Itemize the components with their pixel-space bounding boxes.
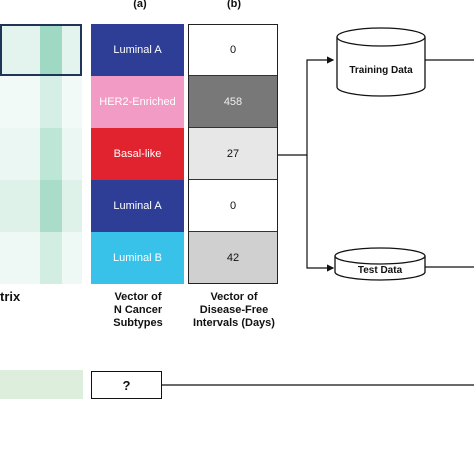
subtype-cell: Luminal B bbox=[91, 232, 184, 284]
test-data-cylinder bbox=[334, 247, 426, 281]
interval-cell: 0 bbox=[189, 180, 277, 232]
split-connector bbox=[278, 56, 335, 156]
feature-matrix bbox=[0, 24, 82, 284]
new-sample-row bbox=[0, 370, 83, 399]
panel-label-b: (b) bbox=[226, 0, 242, 10]
training-data-cylinder bbox=[336, 27, 426, 97]
interval-cell: 0 bbox=[189, 25, 277, 76]
subtype-cell: HER2-Enriched bbox=[91, 76, 184, 128]
interval-caption: Vector of Disease-Free Intervals (Days) bbox=[193, 291, 275, 329]
interval-cell: 27 bbox=[189, 128, 277, 180]
split-connector-test bbox=[306, 155, 335, 272]
subtype-cell: Basal-like bbox=[91, 128, 184, 180]
subtype-cell: Luminal A bbox=[91, 24, 184, 76]
matrix-label: trix bbox=[0, 289, 21, 304]
test-data-label: Test Data bbox=[357, 265, 403, 276]
interval-vector: 0 458 27 0 42 bbox=[188, 24, 278, 284]
unknown-outcome-box: ? bbox=[91, 371, 162, 399]
training-data-label: Training Data bbox=[349, 65, 413, 76]
subtype-caption: Vector of N Cancer Subtypes bbox=[113, 291, 163, 329]
panel-label-a: (a) bbox=[133, 0, 147, 10]
subtype-vector: Luminal A HER2-Enriched Basal-like Lumin… bbox=[91, 24, 184, 284]
interval-cell: 458 bbox=[189, 76, 277, 128]
interval-cell: 42 bbox=[189, 232, 277, 283]
subtype-cell: Luminal A bbox=[91, 180, 184, 232]
